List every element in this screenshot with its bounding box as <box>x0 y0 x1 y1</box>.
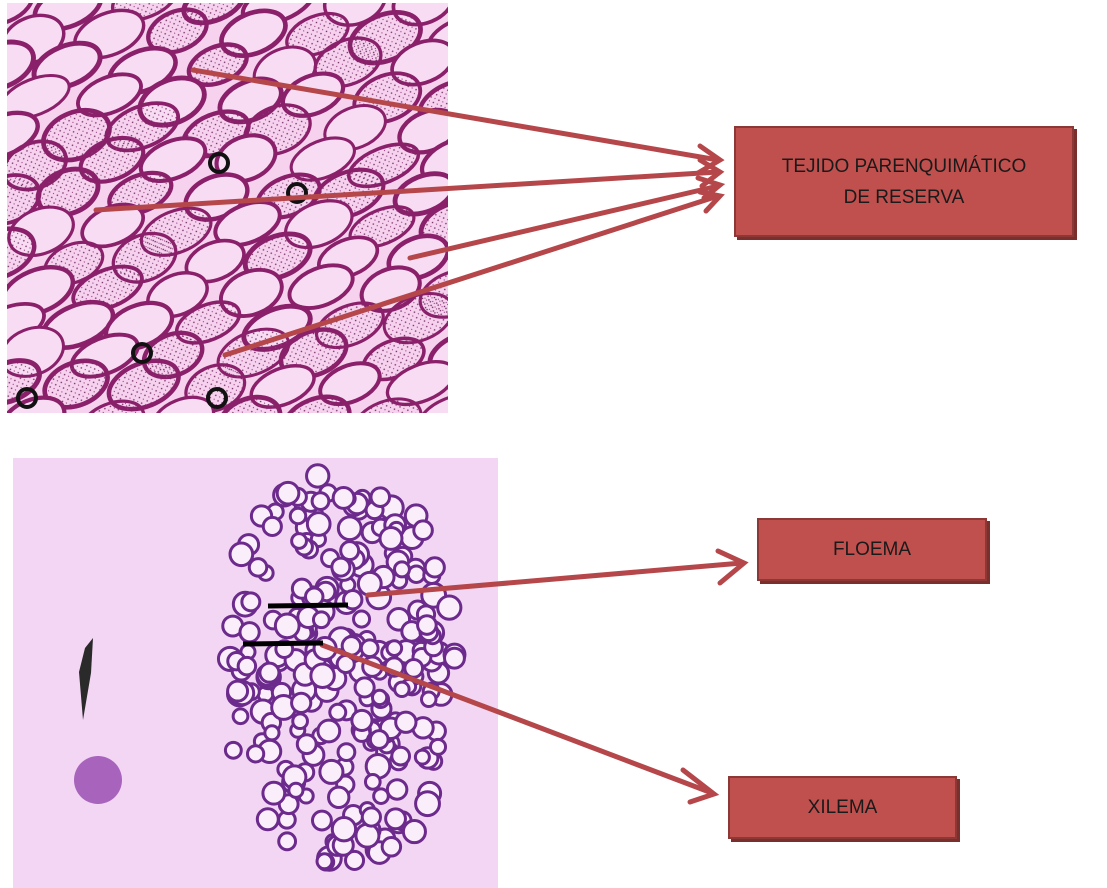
xilema-marker-bar <box>243 643 323 644</box>
label-tejido-parenquimatico: TEJIDO PARENQUIMÁTICO DE RESERVA <box>734 126 1074 237</box>
floema-marker-bar <box>268 605 348 606</box>
arrow-tejido-1 <box>193 70 718 160</box>
label-xilema-text: XILEMA <box>798 792 888 823</box>
label-tejido-line1: TEJIDO PARENQUIMÁTICO <box>772 151 1037 182</box>
label-floema: FLOEMA <box>757 518 987 581</box>
label-floema-text: FLOEMA <box>823 534 921 565</box>
label-tejido-line2: DE RESERVA <box>772 182 1037 213</box>
arrow-floema <box>368 563 742 595</box>
arrow-tejido-4 <box>225 196 718 355</box>
arrow-tejido-2 <box>96 172 718 210</box>
label-xilema: XILEMA <box>728 776 957 839</box>
arrow-xilema <box>322 645 712 793</box>
